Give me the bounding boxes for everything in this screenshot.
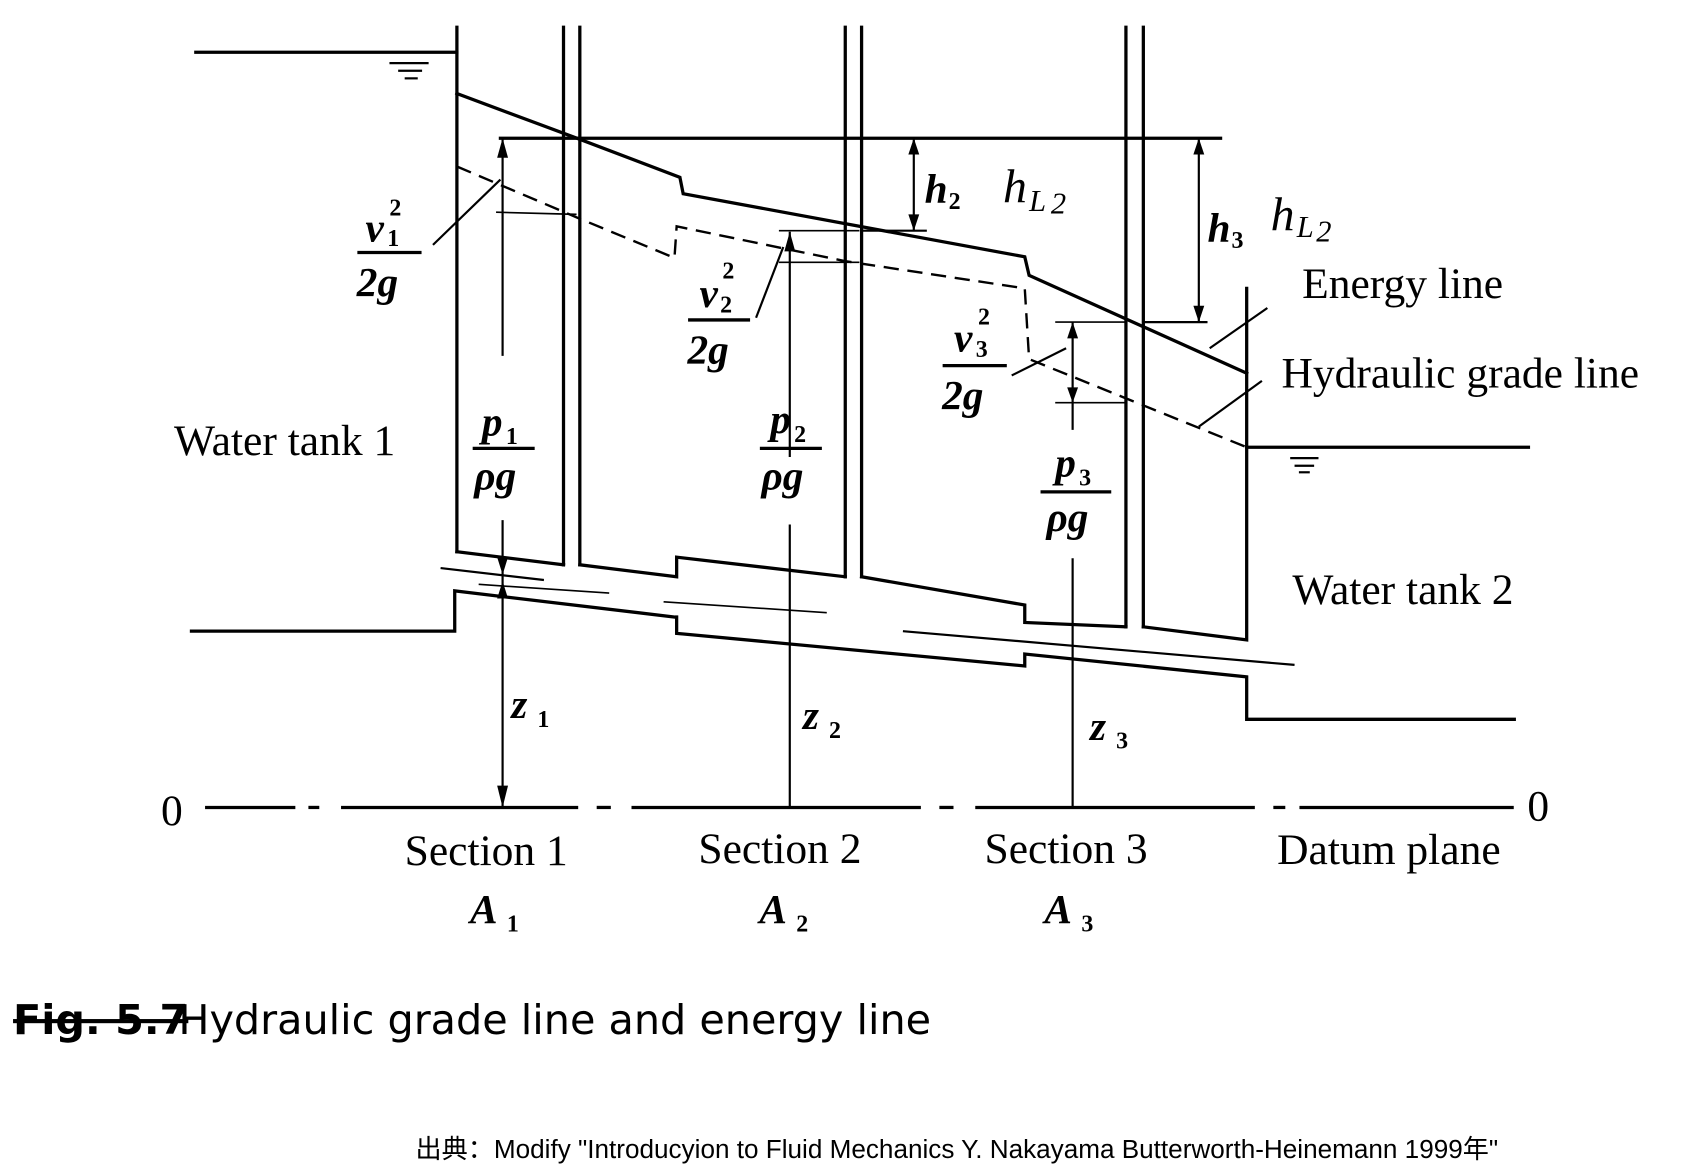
energy-line-leader xyxy=(1209,307,1268,350)
svg-text:3: 3 xyxy=(1081,912,1093,938)
svg-text:h: h xyxy=(925,165,948,211)
svg-text:2: 2 xyxy=(794,422,806,448)
pressure-head-1: p 1 ρg xyxy=(472,398,535,499)
svg-text:3: 3 xyxy=(1116,729,1128,755)
svg-text:L: L xyxy=(1296,210,1314,244)
water-tank-2-label: Water tank 2 xyxy=(1292,566,1513,614)
elevation-3: z 3 xyxy=(1088,703,1128,755)
area-1-label: A 1 xyxy=(467,886,519,938)
svg-text:2: 2 xyxy=(720,292,732,318)
section-1-dimensions xyxy=(432,138,577,808)
elevation-2: z 2 xyxy=(801,692,841,744)
svg-text:2: 2 xyxy=(829,718,841,744)
pipe-lower-wall xyxy=(675,615,1516,721)
hydraulic-grade-line xyxy=(456,165,1248,449)
piezometer-tubes xyxy=(561,25,1145,629)
svg-text:2g: 2g xyxy=(687,326,729,372)
section-3-dimensions xyxy=(1011,138,1208,808)
pipe-centerline xyxy=(440,566,545,582)
svg-text:ρg: ρg xyxy=(759,453,803,499)
datum-plane-label: Datum plane xyxy=(1277,826,1501,874)
water-level-icon xyxy=(389,62,429,80)
tank1-floor xyxy=(189,589,677,633)
svg-text:z: z xyxy=(801,692,819,738)
velocity-head-1: v 2 1 2g xyxy=(356,195,422,305)
svg-text:L: L xyxy=(1028,184,1046,218)
head-loss-3-label: h 3 h L 2 xyxy=(1208,189,1332,254)
svg-text:2: 2 xyxy=(949,189,961,215)
svg-text:h: h xyxy=(1208,205,1231,251)
svg-text:1: 1 xyxy=(537,707,549,733)
svg-text:2: 2 xyxy=(722,259,734,285)
figure-caption: Fig. 5.7 Hydraulic grade line and energy… xyxy=(13,996,931,1044)
svg-text:1: 1 xyxy=(387,226,399,252)
svg-text:v: v xyxy=(954,314,973,360)
svg-text:A: A xyxy=(756,886,787,932)
svg-text:h: h xyxy=(1003,160,1027,213)
svg-text:h: h xyxy=(1271,189,1295,242)
pressure-head-3: p 3 ρg xyxy=(1040,440,1112,540)
svg-text:2: 2 xyxy=(389,195,401,221)
svg-text:ρg: ρg xyxy=(1045,494,1089,540)
svg-text:p: p xyxy=(767,396,791,442)
svg-text:v: v xyxy=(366,205,385,251)
velocity-head-3: v 2 3 2g xyxy=(941,304,1007,418)
svg-text:3: 3 xyxy=(1231,228,1243,254)
hgl-leader xyxy=(1198,379,1263,428)
pipe-upper-wall xyxy=(455,286,1249,642)
svg-text:2: 2 xyxy=(796,912,808,938)
svg-text:2g: 2g xyxy=(941,372,983,418)
figure-number: Fig. 5.7 xyxy=(13,996,188,1044)
svg-text:A: A xyxy=(467,886,498,932)
head-loss-2-label: h 2 h L 2 xyxy=(925,160,1066,220)
svg-text:3: 3 xyxy=(976,337,988,363)
figure-title: Hydraulic grade line and energy line xyxy=(178,996,931,1044)
datum-zero-right: 0 xyxy=(1527,783,1549,831)
section-2-label: Section 2 xyxy=(698,825,861,873)
svg-text:2: 2 xyxy=(1051,186,1066,220)
svg-text:p: p xyxy=(1052,440,1076,486)
datum-zero-left: 0 xyxy=(161,787,183,835)
section-1-label: Section 1 xyxy=(405,827,568,875)
svg-text:2g: 2g xyxy=(356,259,398,305)
svg-text:1: 1 xyxy=(507,912,519,938)
hydraulic-grade-line-label: Hydraulic grade line xyxy=(1281,349,1639,397)
water-tank-2 xyxy=(1245,445,1531,474)
svg-text:p: p xyxy=(479,398,503,444)
source-citation: 出典：Modify "Introducyion to Fluid Mechani… xyxy=(416,1134,1499,1164)
svg-text:A: A xyxy=(1041,886,1072,932)
area-2-label: A 2 xyxy=(756,886,808,938)
section-2-dimensions xyxy=(755,138,927,808)
water-tank-1-label: Water tank 1 xyxy=(174,417,395,465)
velocity-head-2: v 2 2 2g xyxy=(687,259,751,372)
svg-text:2: 2 xyxy=(978,304,990,330)
svg-text:v: v xyxy=(699,270,718,316)
energy-line-label: Energy line xyxy=(1302,260,1503,308)
pressure-head-2: p 2 ρg xyxy=(759,396,822,499)
water-tank-1 xyxy=(189,25,677,633)
energy-line xyxy=(454,91,1249,376)
svg-text:z: z xyxy=(509,681,527,727)
elevation-1: z 1 xyxy=(509,681,549,733)
section-3-label: Section 3 xyxy=(985,825,1148,873)
svg-text:1: 1 xyxy=(506,424,518,450)
svg-text:ρg: ρg xyxy=(472,453,516,499)
svg-text:3: 3 xyxy=(1079,465,1091,491)
area-3-label: A 3 xyxy=(1041,886,1093,938)
svg-text:2: 2 xyxy=(1316,215,1331,249)
water-level-icon xyxy=(1290,457,1319,474)
svg-text:z: z xyxy=(1088,703,1106,749)
